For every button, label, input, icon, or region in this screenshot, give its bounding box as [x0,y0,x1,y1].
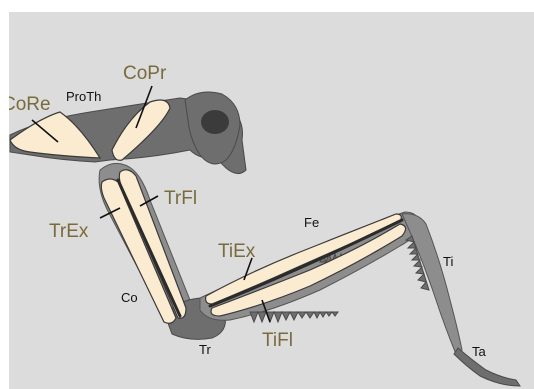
ti-label: Ti [443,254,453,269]
proth-label: ProTh [66,89,101,104]
tifl-label: TiFl [262,330,293,351]
diagram-canvas: CoRe CoPr TrEx TrFl TiEx TiFl ProTh Co T… [9,12,534,389]
ta-label: Ta [472,344,487,359]
co-label: Co [121,290,138,305]
core-label: CoRe [9,94,51,115]
compound-eye-shape [201,110,229,134]
tiex-label: TiEx [218,241,256,262]
tr-label: Tr [199,342,211,357]
trfl-label: TrFl [164,188,197,209]
fe-label: Fe [304,215,319,230]
trex-label: TrEx [49,221,89,242]
mantis-foreleg-diagram: CoRe CoPr TrEx TrFl TiEx TiFl ProTh Co T… [9,12,534,389]
copr-label: CoPr [123,63,167,84]
